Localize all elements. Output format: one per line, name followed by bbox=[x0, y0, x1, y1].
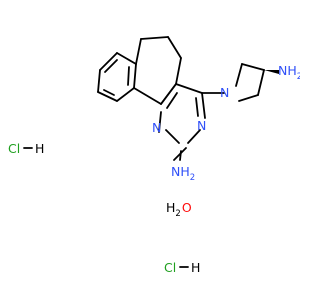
hcl-first: Cl H bbox=[8, 141, 44, 156]
stereo-wedge-bond bbox=[264, 70, 279, 74]
svg-text:H2O: H2O bbox=[166, 200, 192, 219]
molecule-drawing: N N N NH2 NH2 Cl H H2O Cl H bbox=[8, 36, 300, 275]
amine-label-right: NH2 bbox=[278, 63, 300, 82]
ring-nitrogen-left: N bbox=[152, 120, 161, 135]
pyrrolidine-nitrogen: N bbox=[220, 85, 229, 100]
cycloheptane-ring bbox=[133, 36, 182, 105]
water: H2O bbox=[166, 200, 192, 219]
pyrrolidine-ring bbox=[201, 63, 279, 102]
svg-text:H: H bbox=[191, 260, 200, 275]
hcl-second: Cl H bbox=[164, 260, 200, 275]
svg-text:H: H bbox=[35, 141, 44, 156]
benzene-ring bbox=[97, 52, 137, 102]
svg-text:Cl: Cl bbox=[164, 260, 176, 275]
amine-bond-bottom bbox=[179, 150, 182, 161]
structure-diagram: N N N NH2 NH2 Cl H H2O Cl H bbox=[8, 36, 300, 275]
amine-label-bottom: NH2 bbox=[171, 164, 195, 183]
pyrimidine-ring bbox=[158, 83, 206, 161]
svg-text:Cl: Cl bbox=[8, 141, 20, 156]
ring-nitrogen-right: N bbox=[197, 118, 206, 133]
